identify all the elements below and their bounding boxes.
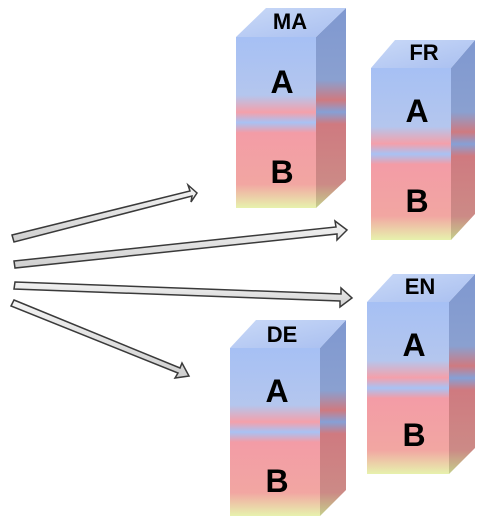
arrow-to-ma [11, 182, 198, 243]
cube-side [451, 40, 475, 240]
cube-label: FR [409, 40, 438, 65]
cube-label: DE [267, 322, 298, 347]
arrows [9, 182, 354, 379]
cube-front [230, 348, 320, 516]
arrow-to-de [9, 299, 191, 379]
cube-ma: MA A B [236, 8, 346, 208]
cube-side [320, 320, 346, 516]
arrow-to-fr [13, 219, 349, 269]
cube-side [316, 8, 346, 208]
cube-en: EN A B [367, 274, 475, 474]
cube-front [367, 302, 449, 474]
arrow-to-en [13, 281, 354, 309]
block-b-label: B [265, 463, 288, 499]
cube-top [371, 40, 475, 68]
block-b-label: B [270, 154, 293, 190]
cube-de: DE A B [230, 320, 346, 516]
block-a-label: A [265, 373, 288, 409]
cube-top [367, 274, 475, 302]
block-b-label: B [402, 417, 425, 453]
block-a-label: A [402, 327, 425, 363]
cube-top [236, 8, 346, 37]
cube-fr: FR A B [371, 40, 475, 240]
block-a-label: A [405, 93, 428, 129]
cube-side [449, 274, 475, 474]
cube-top [230, 320, 346, 348]
block-b-label: B [405, 183, 428, 219]
cube-label: MA [273, 9, 307, 34]
block-a-label: A [270, 64, 293, 100]
cube-label: EN [405, 274, 436, 299]
cube-front [371, 68, 451, 240]
cube-front [236, 37, 316, 208]
